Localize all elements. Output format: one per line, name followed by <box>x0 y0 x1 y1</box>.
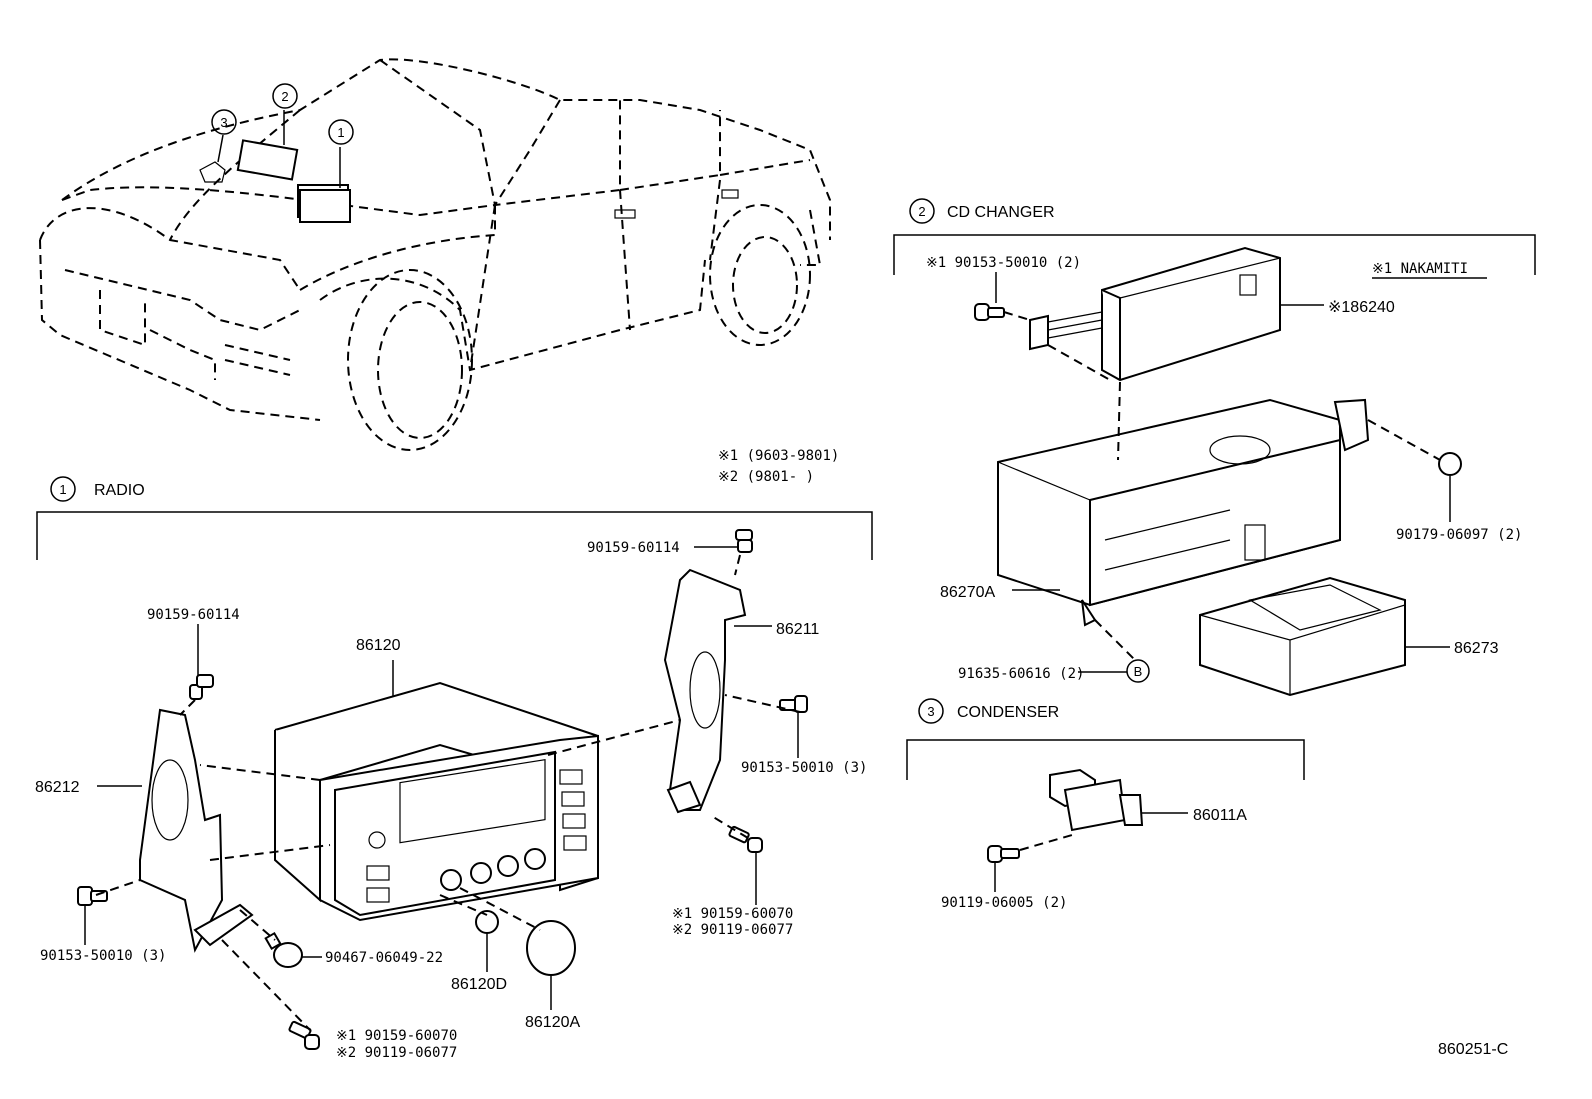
label-90153-50010-left: 90153-50010 (3) <box>40 948 166 964</box>
label-86211: 86211 <box>776 621 819 638</box>
cd-changer-section-bracket <box>893 234 1536 275</box>
label-90159-60070-left-1: ※1 90159-60070 <box>336 1028 457 1044</box>
radio-note-1: ※1 (9603-9801) <box>718 448 839 464</box>
label-90159-60114-left: 90159-60114 <box>147 607 240 623</box>
label-90119-06077-right-2: ※2 90119-06077 <box>672 922 793 938</box>
car-callout-1: 1 <box>328 119 354 145</box>
label-86240: ※186240 <box>1328 299 1395 316</box>
svg-text:CONDENSER: CONDENSER <box>957 704 1059 721</box>
svg-text:2: 2 <box>281 89 288 104</box>
cd-changer-unit-86270A <box>997 398 1370 627</box>
figure-code: 860251-C <box>1438 1041 1508 1058</box>
radio-head-unit <box>274 681 599 922</box>
label-86273: 86273 <box>1454 640 1499 657</box>
car-callout-3: 3 <box>211 109 237 135</box>
svg-text:RADIO: RADIO <box>94 482 145 499</box>
screw-90159-60114-top-right <box>735 529 753 553</box>
label-90179-06097: 90179-06097 (2) <box>1396 527 1522 543</box>
svg-text:B: B <box>1134 664 1143 679</box>
screw-90159-60070-left <box>288 1020 320 1050</box>
label-90119-06005: 90119-06005 (2) <box>941 895 1067 911</box>
condenser-86011A <box>1049 768 1144 832</box>
radio-section-header: 1 RADIO <box>50 476 145 502</box>
svg-text:3: 3 <box>927 704 934 719</box>
label-86120D: 86120D <box>451 976 507 993</box>
cd-changer-section-header: 2 CD CHANGER <box>909 198 1055 224</box>
cd-magazine-86273 <box>1199 576 1406 697</box>
svg-text:1: 1 <box>59 482 66 497</box>
screw-90159-60070-right <box>728 825 763 853</box>
label-86270A: 86270A <box>940 584 995 601</box>
label-90153-50010-cd: ※1 90153-50010 (2) <box>926 255 1081 271</box>
label-90159-60070-right-1: ※1 90159-60070 <box>672 906 793 922</box>
label-90467-06049-22: 90467-06049-22 <box>325 950 443 966</box>
svg-text:1: 1 <box>337 125 344 140</box>
svg-text:3: 3 <box>220 115 227 130</box>
clip-90467-06049-22 <box>264 931 303 968</box>
condenser-section-bracket <box>906 739 1305 780</box>
condenser-section-header: 3 CONDENSER <box>918 698 1059 724</box>
label-90119-06077-left-2: ※2 90119-06077 <box>336 1045 457 1061</box>
label-90153-50010-right: 90153-50010 (3) <box>741 760 867 776</box>
radio-section-bracket <box>36 511 873 560</box>
ref-b-circle: B <box>1126 659 1150 683</box>
bracket-right-86211 <box>663 568 747 814</box>
screw-90153-50010-cd <box>974 303 1005 321</box>
label-86011A: 86011A <box>1193 807 1247 824</box>
screw-90159-60114-left <box>189 674 214 700</box>
car-callout-2: 2 <box>272 83 298 109</box>
label-86212: 86212 <box>35 779 80 796</box>
svg-text:CD CHANGER: CD CHANGER <box>947 204 1055 221</box>
screw-90119-06005 <box>987 845 1020 863</box>
label-91635-60616: 91635-60616 (2) <box>958 666 1084 682</box>
label-90159-60114-top: 90159-60114 <box>587 540 680 556</box>
knob-large-86120A <box>526 920 576 976</box>
label-86120: 86120 <box>356 637 401 654</box>
screw-90153-50010-left <box>77 886 108 906</box>
svg-text:2: 2 <box>918 204 925 219</box>
label-nakamiti-note: ※1 NAKAMITI <box>1372 261 1468 277</box>
car-outline <box>39 58 831 451</box>
nut-90179-06097 <box>1438 452 1462 476</box>
bracket-left-86212 <box>139 708 254 953</box>
radio-note-2: ※2 (9801- ) <box>718 469 814 485</box>
label-86120A: 86120A <box>525 1014 580 1031</box>
